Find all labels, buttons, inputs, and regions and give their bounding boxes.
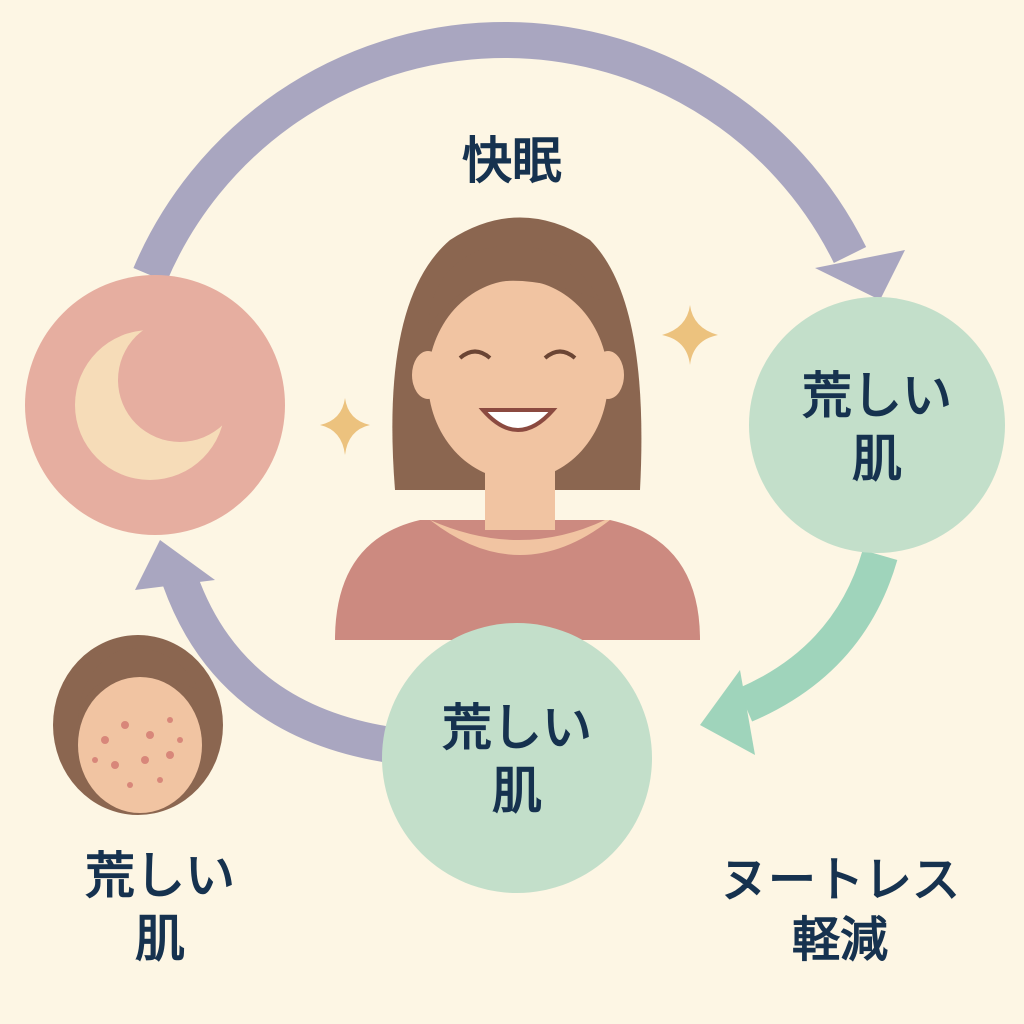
- moon-icon: [75, 318, 242, 480]
- label-right-circle: 荒しい 肌: [777, 365, 977, 490]
- cycle-arrow-green: [737, 549, 898, 722]
- label-good-sleep: 快眠: [462, 132, 562, 190]
- smiling-woman-illustration: [335, 217, 700, 640]
- cycle-arrow-left: [163, 573, 393, 763]
- arrowhead-green-icon: [700, 670, 755, 755]
- skin-circle-right: [749, 297, 1005, 553]
- arrowhead-up-icon: [135, 540, 215, 590]
- skin-circle-bottom: [382, 623, 652, 893]
- label-stress-reduction: ヌートレス 軽減: [700, 850, 980, 970]
- label-line: ヌートレス: [719, 852, 960, 908]
- label-bottom-left: 荒しい 肌: [60, 845, 260, 970]
- label-line: 軽減: [791, 912, 888, 968]
- label-line: 荒しい: [442, 699, 592, 757]
- label-bottom-circle: 荒しい 肌: [417, 697, 617, 822]
- label-line: 肌: [492, 761, 542, 820]
- label-line: 荒しい: [802, 367, 952, 425]
- sparkle-icon: [320, 398, 370, 455]
- arrowhead-right-icon: [815, 250, 905, 300]
- cycle-arrow-top: [133, 22, 867, 283]
- label-line: 肌: [852, 429, 902, 488]
- label-line: 肌: [135, 909, 185, 968]
- label-line: 荒しい: [85, 847, 235, 905]
- sparkle-icon: [662, 305, 718, 365]
- rough-skin-face-illustration: [53, 635, 223, 815]
